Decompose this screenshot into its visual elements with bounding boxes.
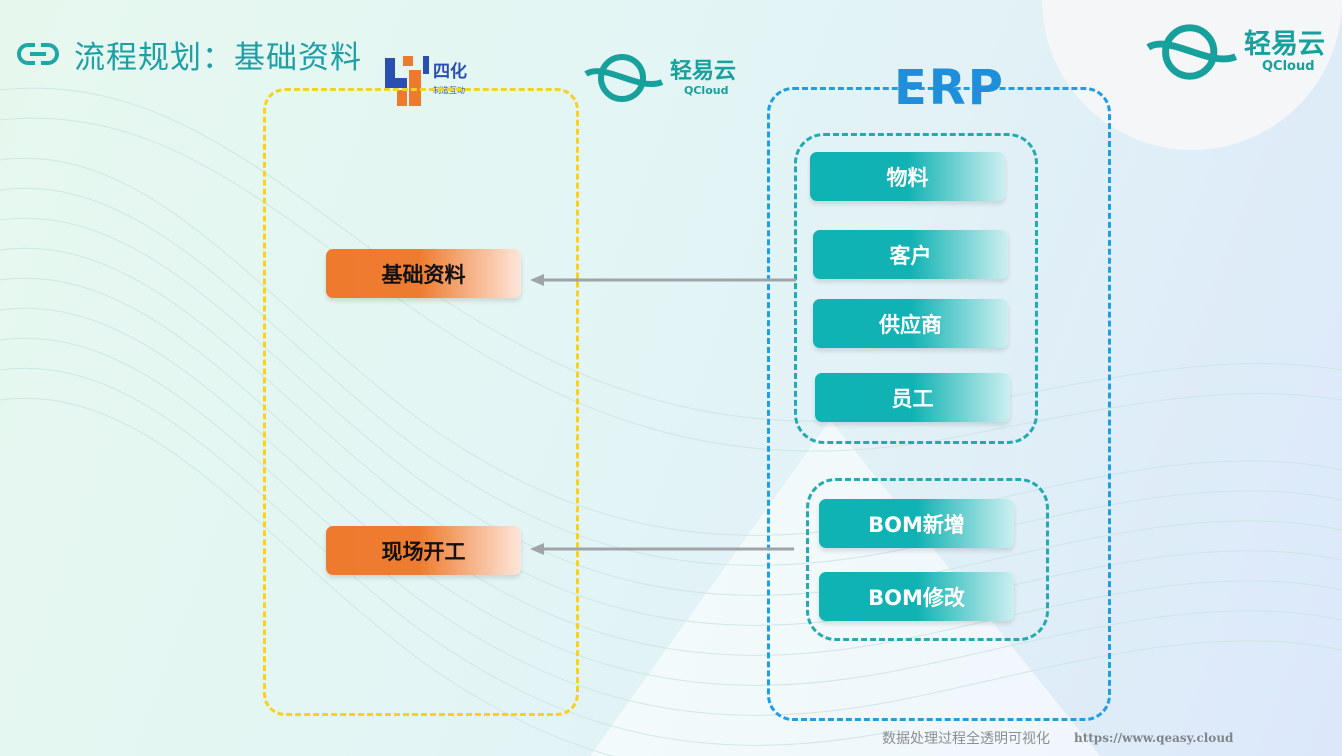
qcloud-logo-subtext: QCloud — [684, 83, 729, 97]
sihua-logo-mark — [385, 56, 429, 106]
header: 流程规划：基础资料 — [16, 34, 362, 76]
qcloud-logo-corner: 轻易云 QCloud — [1146, 22, 1325, 82]
erp-bom-group — [806, 478, 1049, 641]
qcloud-logo-center: 轻易云 QCloud — [584, 52, 736, 104]
erp-item-employee: 员工 — [815, 373, 1010, 422]
qcloud-logo-text: 轻易云 — [1244, 29, 1325, 60]
link-icon — [17, 42, 59, 66]
qcloud-logo-text: 轻易云 — [670, 58, 737, 84]
basic-data-node: 基础资料 — [326, 249, 521, 298]
left-system-container — [263, 88, 579, 716]
footer: 数据处理过程全透明可视化 https://www.qeasy.cloud — [882, 728, 1233, 748]
erp-container — [767, 87, 1111, 721]
qcloud-logo-mark — [1146, 24, 1238, 80]
footer-tagline: 数据处理过程全透明可视化 — [882, 731, 1050, 747]
page-title: 流程规划：基础资料 — [74, 39, 362, 76]
qcloud-logo-mark — [584, 54, 664, 102]
erp-item-material: 物料 — [810, 152, 1005, 201]
arrow-basic-sync — [530, 274, 796, 286]
erp-basic-group — [794, 133, 1038, 444]
erp-item-bom-add: BOM新增 — [819, 499, 1014, 548]
sihua-logo-text: 四化 — [433, 61, 467, 82]
qcloud-logo-subtext: QCloud — [1262, 59, 1315, 74]
erp-item-bom-modify: BOM修改 — [819, 572, 1014, 621]
arrow-bom-sync — [530, 543, 794, 555]
site-start-node: 现场开工 — [326, 526, 521, 575]
erp-title: ERP — [894, 60, 1005, 116]
erp-item-supplier: 供应商 — [813, 299, 1008, 348]
erp-item-customer: 客户 — [813, 230, 1008, 279]
footer-url[interactable]: https://www.qeasy.cloud — [1074, 731, 1234, 745]
